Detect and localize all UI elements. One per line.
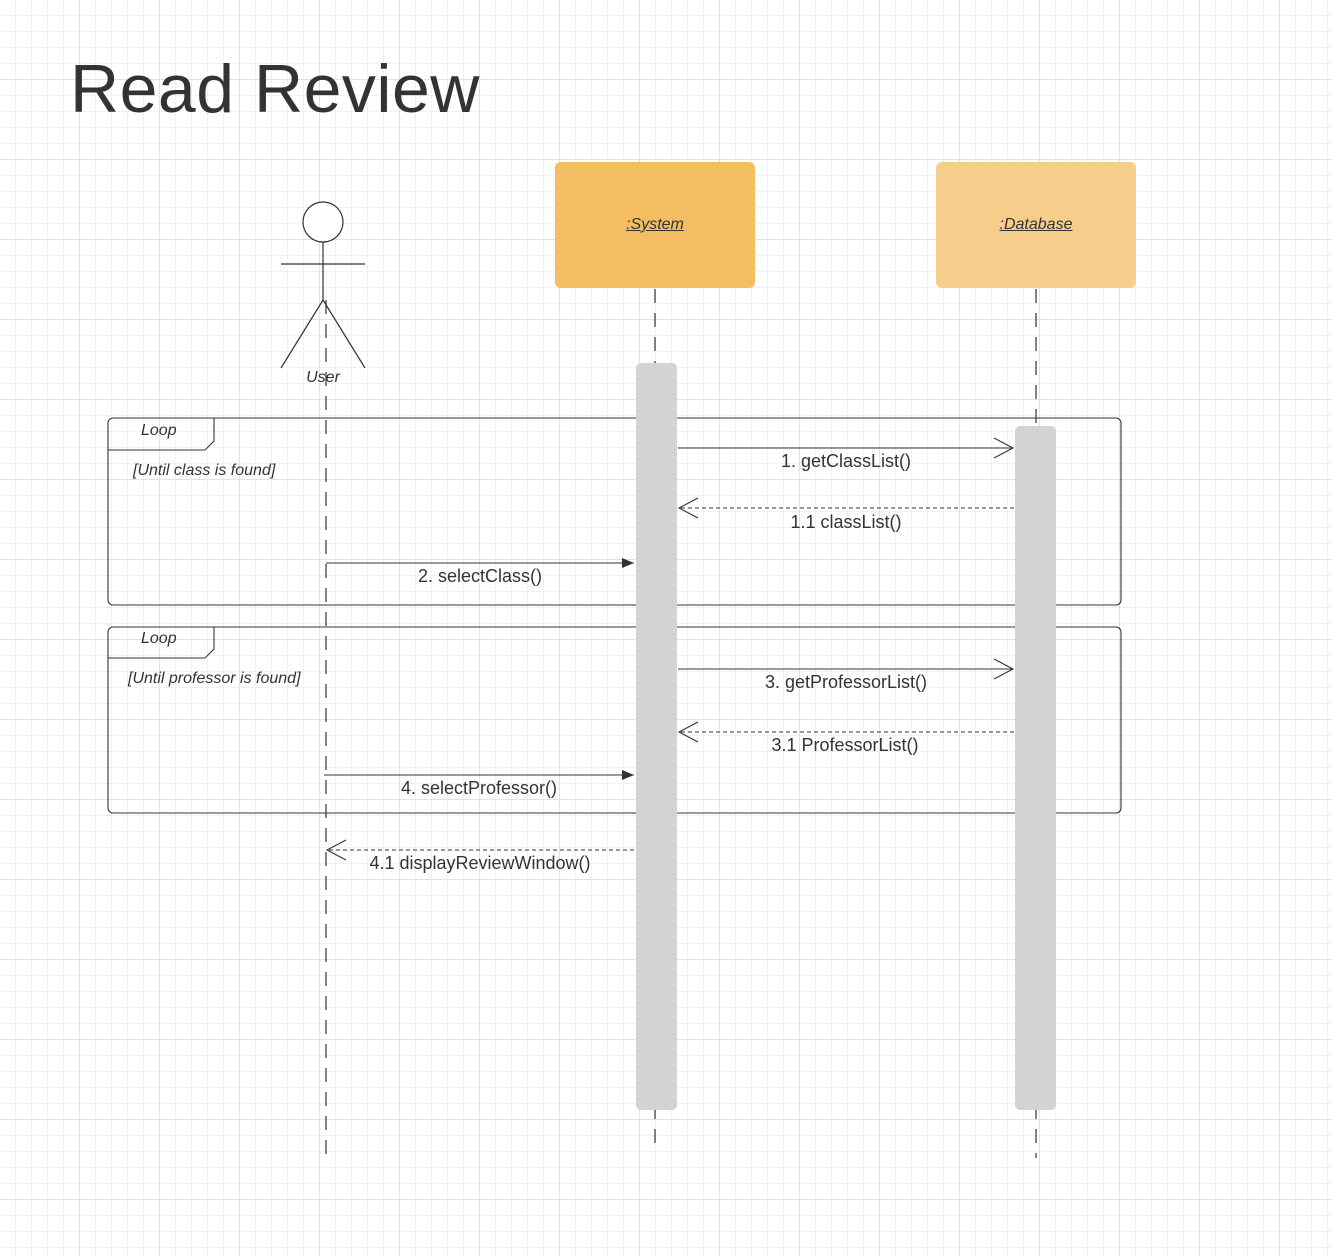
message-1-arrow [678,437,1015,459]
message-3-1-label: 3.1 ProfessorList() [771,735,919,755]
loop-2-tag: Loop [141,630,177,647]
message-1-1-arrow [677,497,1014,519]
system-activation-bar [636,363,677,1110]
loop-fragment-2 [107,626,1122,814]
user-actor-icon[interactable] [280,201,366,369]
loop-2-guard: [Until professor is found] [128,670,301,687]
database-activation-bar [1015,426,1056,1110]
message-4-label: 4. selectProfessor() [400,778,558,798]
message-3-arrow [678,658,1015,680]
message-1-label: 1. getClassList() [780,451,912,471]
message-3-1-arrow [677,721,1014,743]
diagram-title: Read Review [70,51,480,127]
actor-label: User [306,369,340,386]
participant-system-label: :System [626,216,684,233]
loop-1-tag: Loop [141,422,177,439]
loop-fragment-1 [107,417,1122,606]
message-3-label: 3. getProfessorList() [764,672,928,692]
participant-system[interactable]: :System [555,162,755,288]
message-4-1-arrow [325,839,634,861]
message-1-1-label: 1.1 classList() [790,512,902,532]
message-4-1-label: 4.1 displayReviewWindow() [369,853,591,873]
participant-database[interactable]: :Database [936,162,1136,288]
message-2-label: 2. selectClass() [417,566,543,586]
loop-1-guard: [Until class is found] [133,462,276,479]
participant-database-label: :Database [999,216,1073,233]
